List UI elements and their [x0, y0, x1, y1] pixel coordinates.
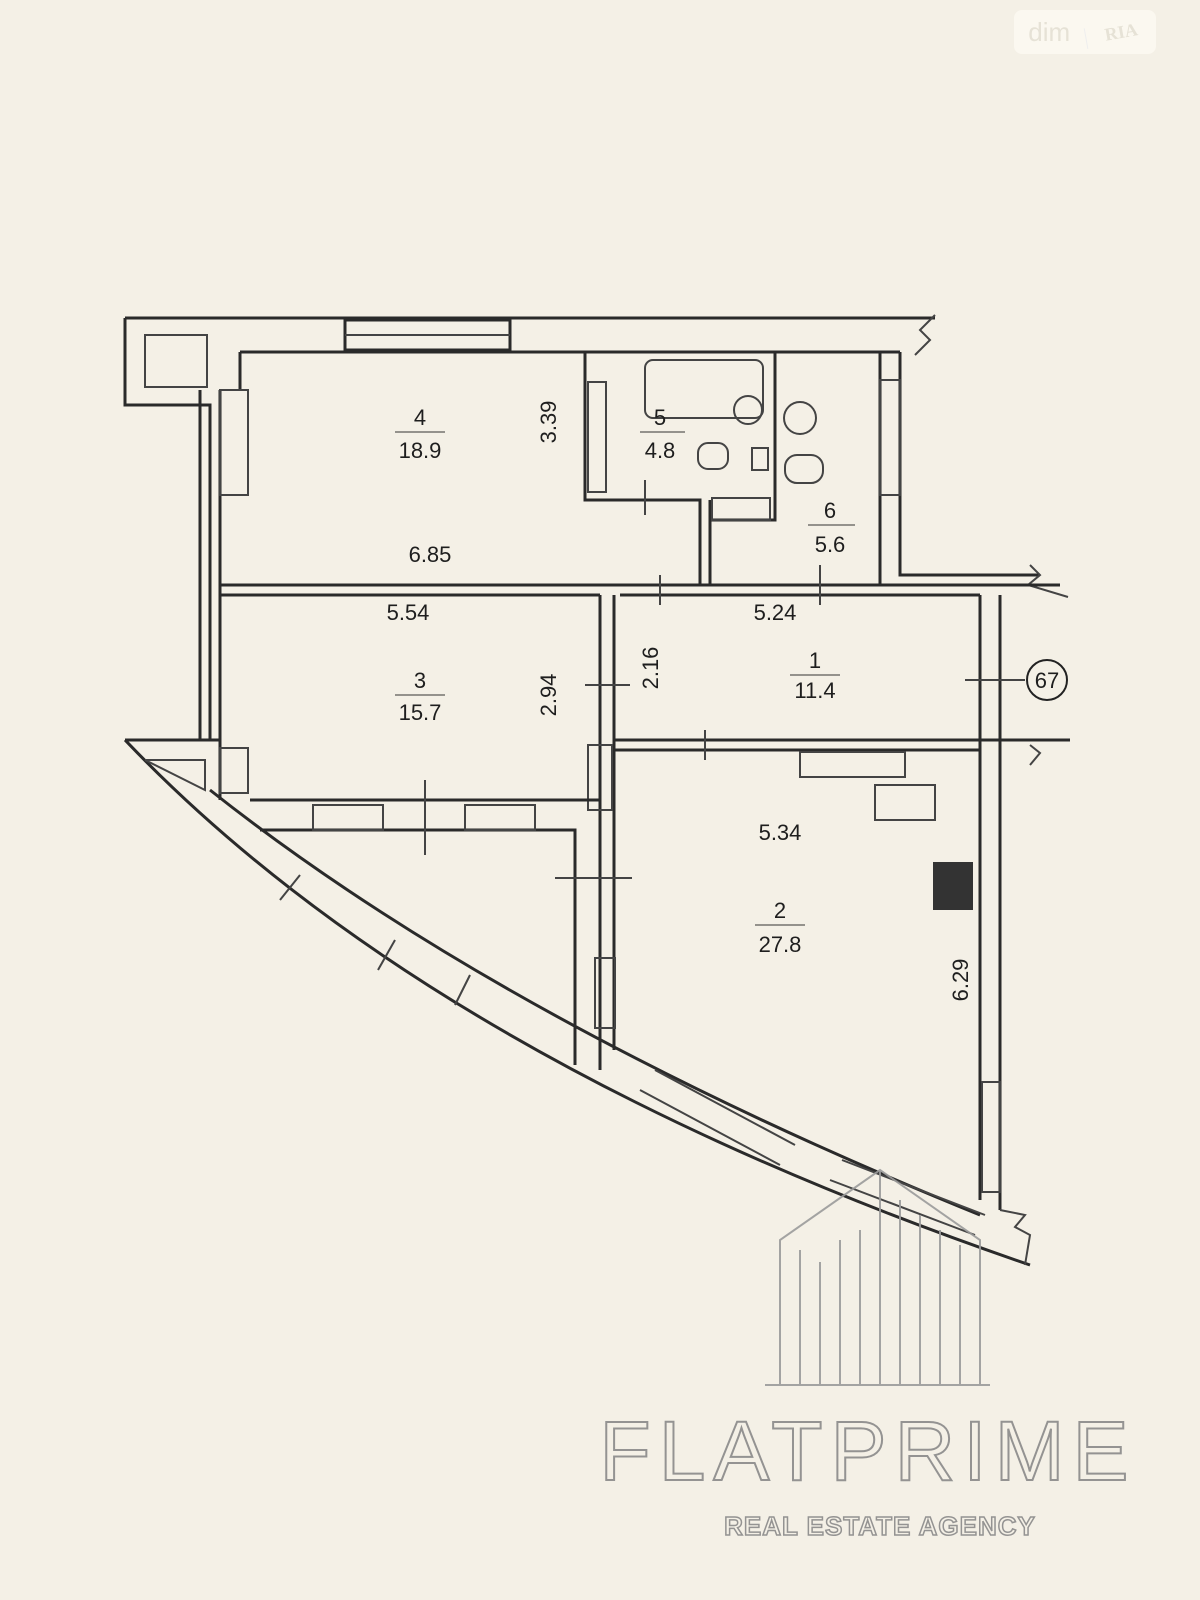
dim-5-24: 5.24	[754, 600, 797, 625]
dim-6-29: 6.29	[948, 959, 973, 1002]
room-3-area: 15.7	[399, 700, 442, 725]
room-4-number: 4	[414, 405, 426, 430]
room-labels: 4 18.9 5 4.8 6 5.6 3 15.7 1 11.4 2 27.8	[395, 405, 855, 957]
room-6-number: 6	[824, 498, 836, 523]
dim-2-16: 2.16	[638, 647, 663, 690]
room-6-area: 5.6	[815, 532, 846, 557]
room-3-number: 3	[414, 668, 426, 693]
apartment-number: 67	[1035, 668, 1059, 693]
dim-2-94: 2.94	[536, 674, 561, 717]
dim-6-85: 6.85	[409, 542, 452, 567]
room-1-number: 1	[809, 648, 821, 673]
dim-5-54: 5.54	[387, 600, 430, 625]
room-2-area: 27.8	[759, 932, 802, 957]
flatprime-watermark: FLATPRIME REAL ESTATE AGENCY	[598, 1168, 1136, 1542]
watermark-tagline: REAL ESTATE AGENCY	[724, 1511, 1036, 1541]
building-logo-icon	[765, 1168, 990, 1386]
room-4-area: 18.9	[399, 438, 442, 463]
walls	[123, 314, 1070, 1267]
room-2-number: 2	[774, 898, 786, 923]
dimension-labels: 3.39 6.85 5.54 5.24 2.94 2.16 5.34 6.29 …	[387, 401, 1068, 1002]
room-5-number: 5	[654, 405, 666, 430]
dim-3-39: 3.39	[536, 401, 561, 444]
dim-ria-logo: dim RIA	[1014, 10, 1158, 54]
logo-dim: dim	[1028, 16, 1071, 47]
room-5-area: 4.8	[645, 438, 676, 463]
room-1-area: 11.4	[794, 678, 835, 703]
dim-5-34: 5.34	[759, 820, 802, 845]
watermark-brand: FLATPRIME	[599, 1404, 1136, 1498]
apartment-number-circle	[1026, 659, 1068, 701]
